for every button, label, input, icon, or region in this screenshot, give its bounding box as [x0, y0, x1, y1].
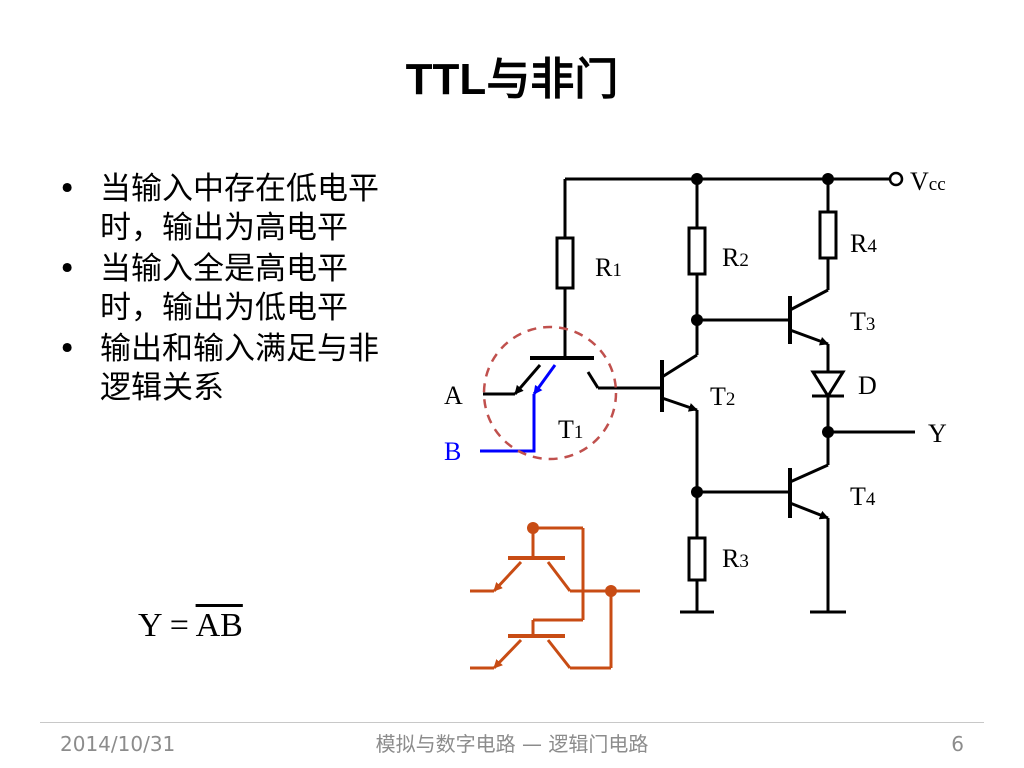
label-t2: T2	[710, 382, 735, 411]
slide-title: TTL与非门	[0, 50, 1024, 110]
transistor-t2	[660, 353, 698, 412]
resistor-r4	[818, 210, 838, 260]
label-r2: R2	[722, 243, 749, 272]
label-t4: T4	[850, 482, 876, 511]
footer-course-title: 模拟与数字电路 — 逻辑门电路	[375, 732, 649, 756]
label-d: D	[858, 371, 877, 400]
resistor-r3	[687, 536, 707, 582]
formula-rhs: AB	[195, 607, 243, 644]
t1-highlight-circle	[482, 325, 618, 461]
label-t3: T3	[850, 307, 875, 336]
label-b: B	[444, 437, 461, 466]
bullet-item: • 当输入中存在低电平时，输出为高电平	[58, 170, 398, 248]
bullet-dot: •	[58, 331, 77, 367]
nand-formula: Y = AB	[138, 606, 243, 646]
diode-d	[810, 370, 846, 399]
footer-date: 2014/10/31	[60, 732, 176, 756]
equivalent-parallel-transistors	[470, 526, 640, 670]
resistor-r2	[687, 226, 707, 276]
circuit-labels: Vcc R1 R2 R3 R4 T1 T2 T3 T4 D A B Y	[444, 167, 947, 573]
label-r4: R4	[850, 229, 877, 258]
bullet-dot: •	[58, 251, 77, 287]
slide-title-latin: TTL	[405, 55, 487, 104]
ttl-nand-circuit-diagram: Vcc R1 R2 R3 R4 T1 T2 T3 T4 D A B Y	[444, 167, 947, 670]
label-y: Y	[928, 419, 947, 448]
bullet-text: 输出和输入满足与非逻辑关系	[100, 331, 379, 406]
vcc-terminal	[888, 171, 904, 187]
junction-dots	[691, 173, 834, 498]
circuit-wiring	[483, 177, 915, 614]
resistor-r1	[555, 236, 575, 290]
bullet-item: • 输出和输入满足与非逻辑关系	[58, 330, 398, 408]
bullet-dot: •	[58, 171, 77, 207]
slide-title-cjk: 与非门	[486, 54, 619, 105]
transistor-t4	[788, 463, 829, 520]
label-t1: T1	[558, 415, 583, 444]
equivalent-junction-dots	[527, 522, 617, 597]
label-vcc: Vcc	[910, 167, 946, 196]
bullet-item: • 当输入全是高电平时，输出为低电平	[58, 250, 398, 328]
bullet-text: 当输入全是高电平时，输出为低电平	[100, 251, 348, 326]
bullet-text: 当输入中存在低电平时，输出为高电平	[100, 171, 379, 246]
label-r1: R1	[595, 253, 622, 282]
label-r3: R3	[722, 544, 749, 573]
transistor-t1	[480, 325, 618, 461]
footer-divider	[40, 722, 984, 723]
resistors	[555, 210, 838, 582]
label-a: A	[444, 381, 463, 410]
bullet-list: • 当输入中存在低电平时，输出为高电平 • 当输入全是高电平时，输出为低电平 • 输出…	[58, 170, 398, 410]
transistor-t3	[788, 288, 829, 346]
footer-page-number: 6	[951, 732, 964, 756]
formula-lhs: Y =	[138, 607, 196, 644]
